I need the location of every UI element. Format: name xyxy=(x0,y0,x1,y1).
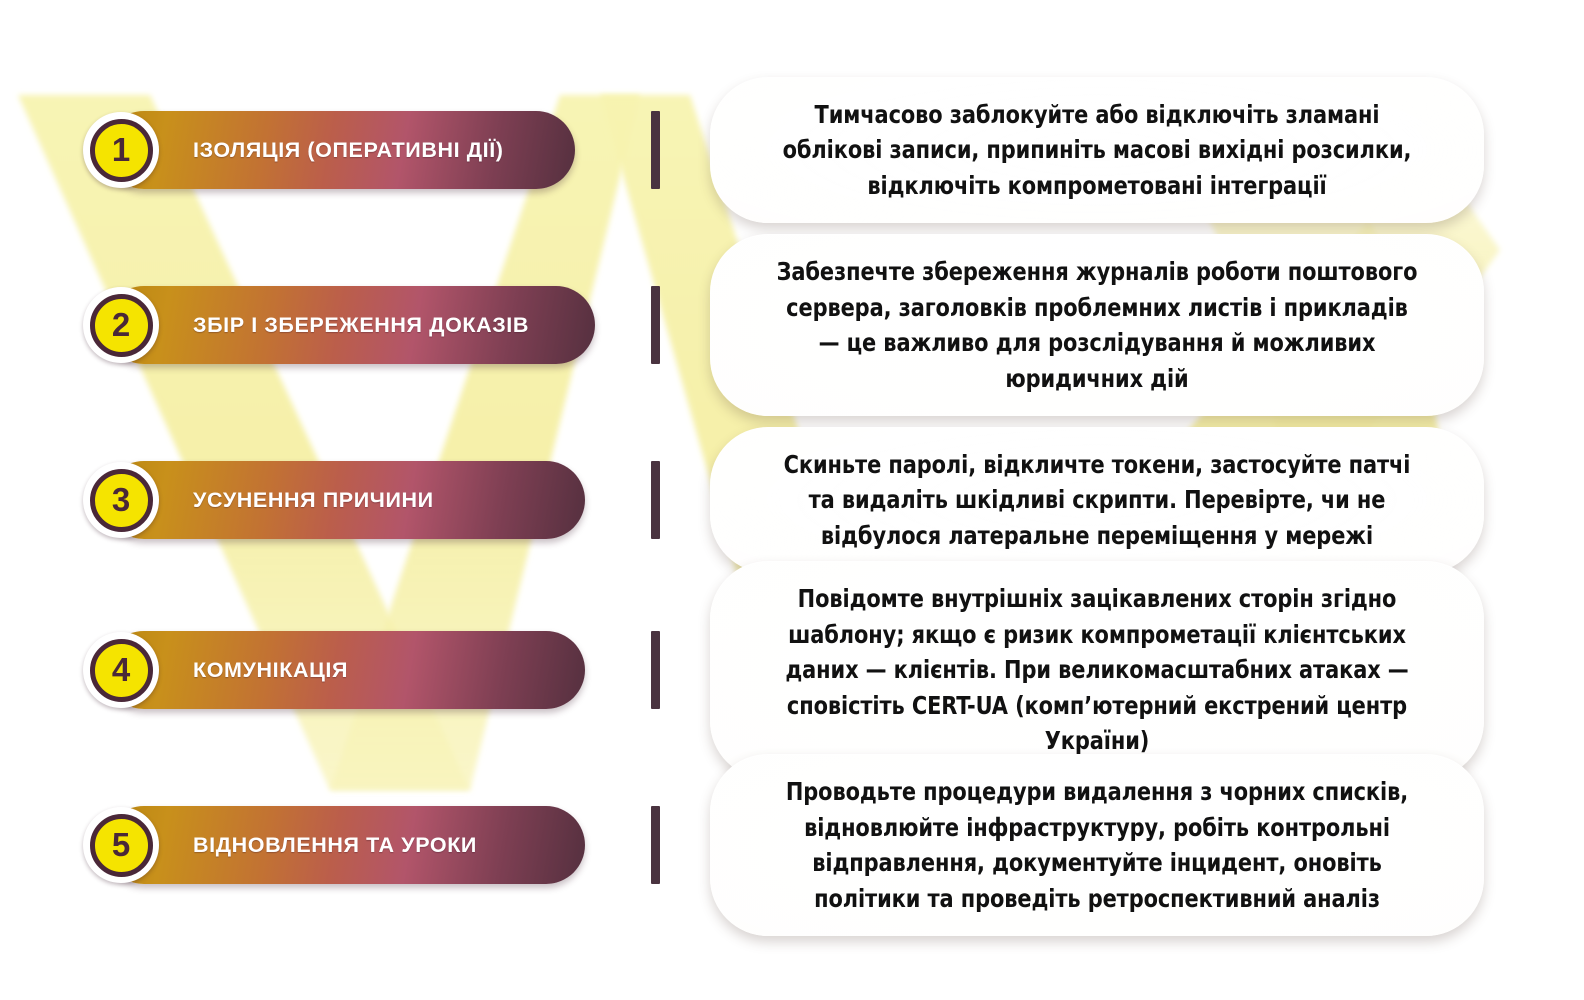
step-pill-4[interactable]: 4 КОМУНІКАЦІЯ xyxy=(83,631,585,709)
step-number-circle-5: 5 xyxy=(89,813,153,877)
step-number-badge-4: 4 xyxy=(83,632,159,708)
step-number-5: 5 xyxy=(111,825,131,863)
step-label-4: КОМУНІКАЦІЯ xyxy=(193,657,349,682)
connector-wrapper-5 xyxy=(600,806,710,884)
step-row-3: 3 УСУНЕННЯ ПРИЧИНИ Скиньте паролі, відкл… xyxy=(0,446,1584,554)
step-number-circle-4: 4 xyxy=(89,638,153,702)
step-pill-wrapper-1: 1 ІЗОЛЯЦІЯ (ОПЕРАТИВНІ ДІЇ) xyxy=(0,111,600,189)
step-pill-2[interactable]: 2 ЗБІР І ЗБЕРЕЖЕННЯ ДОКАЗІВ xyxy=(83,286,595,364)
step-card-5[interactable]: Проводьте процедури видалення з чорних с… xyxy=(710,754,1484,936)
step-card-1[interactable]: Тимчасово заблокуйте або відключіть злам… xyxy=(710,77,1484,224)
step-number-1: 1 xyxy=(111,130,131,168)
step-row-1: 1 ІЗОЛЯЦІЯ (ОПЕРАТИВНІ ДІЇ) Тимчасово за… xyxy=(0,96,1584,204)
step-label-3: УСУНЕННЯ ПРИЧИНИ xyxy=(193,487,434,512)
step-description-4: Повідомте внутрішніх зацікавлених сторін… xyxy=(785,584,1409,756)
step-card-wrapper-4: Повідомте внутрішніх зацікавлених сторін… xyxy=(710,561,1584,779)
step-description-5: Проводьте процедури видалення з чорних с… xyxy=(785,777,1409,913)
step-number-circle-3: 3 xyxy=(89,468,153,532)
step-number-badge-1: 1 xyxy=(83,112,159,188)
step-number-badge-5: 5 xyxy=(83,807,159,883)
step-description-1: Тимчасово заблокуйте або відключіть злам… xyxy=(782,99,1412,200)
connector-tick-2 xyxy=(650,286,660,364)
step-pill-5[interactable]: 5 ВІДНОВЛЕННЯ ТА УРОКИ xyxy=(83,806,585,884)
step-card-wrapper-3: Скиньте паролі, відкличте токени, застос… xyxy=(710,427,1584,574)
step-description-3: Скиньте паролі, відкличте токени, застос… xyxy=(783,449,1411,550)
connector-wrapper-2 xyxy=(600,286,710,364)
step-number-4: 4 xyxy=(111,650,131,688)
step-number-3: 3 xyxy=(111,480,131,518)
connector-tick-5 xyxy=(650,806,660,884)
connector-wrapper-1 xyxy=(600,111,710,189)
step-number-circle-2: 2 xyxy=(89,293,153,357)
step-row-5: 5 ВІДНОВЛЕННЯ ТА УРОКИ Проводьте процеду… xyxy=(0,774,1584,916)
connector-wrapper-4 xyxy=(600,631,710,709)
connector-tick-4 xyxy=(650,631,660,709)
step-pill-wrapper-3: 3 УСУНЕННЯ ПРИЧИНИ xyxy=(0,461,600,539)
step-description-2: Забезпечте збереження журналів роботи по… xyxy=(776,257,1418,393)
step-number-badge-3: 3 xyxy=(83,462,159,538)
step-card-4[interactable]: Повідомте внутрішніх зацікавлених сторін… xyxy=(710,561,1484,779)
step-card-wrapper-2: Забезпечте збереження журналів роботи по… xyxy=(710,234,1584,416)
step-label-1: ІЗОЛЯЦІЯ (ОПЕРАТИВНІ ДІЇ) xyxy=(193,137,504,162)
step-row-2: 2 ЗБІР І ЗБЕРЕЖЕННЯ ДОКАЗІВ Забезпечте з… xyxy=(0,254,1584,396)
step-pill-wrapper-2: 2 ЗБІР І ЗБЕРЕЖЕННЯ ДОКАЗІВ xyxy=(0,286,600,364)
step-pill-3[interactable]: 3 УСУНЕННЯ ПРИЧИНИ xyxy=(83,461,585,539)
step-number-badge-2: 2 xyxy=(83,287,159,363)
connector-tick-3 xyxy=(650,461,660,539)
step-number-2: 2 xyxy=(111,305,131,343)
step-pill-wrapper-5: 5 ВІДНОВЛЕННЯ ТА УРОКИ xyxy=(0,806,600,884)
step-card-3[interactable]: Скиньте паролі, відкличте токени, застос… xyxy=(710,427,1484,574)
step-card-wrapper-5: Проводьте процедури видалення з чорних с… xyxy=(710,754,1584,936)
step-card-2[interactable]: Забезпечте збереження журналів роботи по… xyxy=(710,234,1484,416)
connector-wrapper-3 xyxy=(600,461,710,539)
step-pill-wrapper-4: 4 КОМУНІКАЦІЯ xyxy=(0,631,600,709)
step-label-5: ВІДНОВЛЕННЯ ТА УРОКИ xyxy=(193,832,477,857)
step-label-2: ЗБІР І ЗБЕРЕЖЕННЯ ДОКАЗІВ xyxy=(193,312,530,337)
step-pill-1[interactable]: 1 ІЗОЛЯЦІЯ (ОПЕРАТИВНІ ДІЇ) xyxy=(83,111,575,189)
step-card-wrapper-1: Тимчасово заблокуйте або відключіть злам… xyxy=(710,77,1584,224)
step-number-circle-1: 1 xyxy=(89,118,153,182)
connector-tick-1 xyxy=(650,111,660,189)
step-row-4: 4 КОМУНІКАЦІЯ Повідомте внутрішніх зацік… xyxy=(0,581,1584,759)
